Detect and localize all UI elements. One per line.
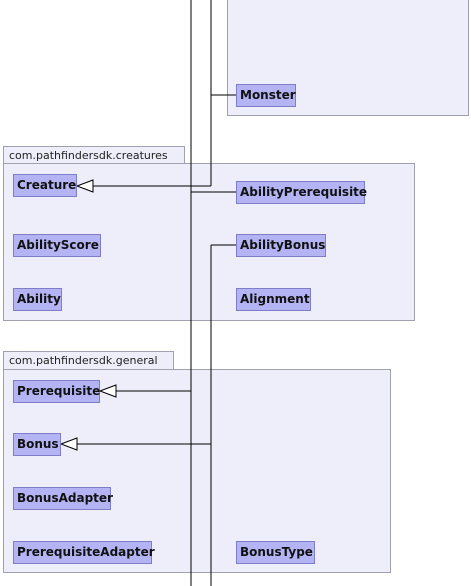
class-ability[interactable]: Ability — [13, 288, 62, 311]
class-ability-prerequisite[interactable]: AbilityPrerequisite — [236, 181, 367, 204]
package-creatures-tab: com.pathfindersdk.creatures — [3, 146, 185, 164]
class-monster[interactable]: Monster — [236, 84, 296, 107]
class-alignment[interactable]: Alignment — [236, 288, 311, 311]
class-ability-score[interactable]: AbilityScore — [13, 234, 101, 257]
class-ability-bonus[interactable]: AbilityBonus — [236, 234, 326, 257]
package-general-tab: com.pathfindersdk.general — [3, 351, 174, 369]
class-bonus-type[interactable]: BonusType — [236, 541, 315, 564]
bonus-generalization-arrow — [59, 437, 78, 451]
creature-generalization-arrow — [75, 179, 94, 193]
prerequisite-generalization-arrow — [98, 384, 117, 398]
package-general — [3, 369, 391, 573]
class-creature[interactable]: Creature — [13, 174, 77, 197]
class-prerequisite-adapter[interactable]: PrerequisiteAdapter — [13, 541, 155, 564]
class-prerequisite[interactable]: Prerequisite — [13, 380, 100, 403]
class-bonus[interactable]: Bonus — [13, 433, 61, 456]
class-bonus-adapter[interactable]: BonusAdapter — [13, 487, 113, 510]
